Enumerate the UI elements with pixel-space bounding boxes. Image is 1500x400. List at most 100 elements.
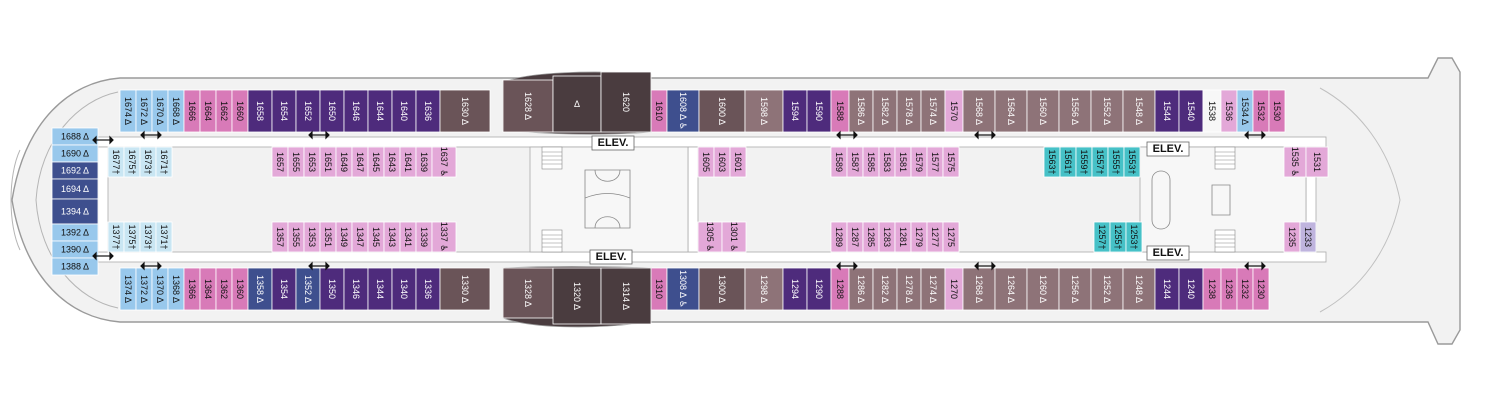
cabin-c-13[interactable]: 1344 (367, 267, 393, 311)
cabin-b-24[interactable]: 1530 (1268, 89, 1286, 133)
cabin-d-23[interactable]: 1230 (1252, 267, 1270, 311)
cabin-d-20[interactable]: 1238 (1202, 267, 1222, 311)
cabin-p-0[interactable]: 1235 (1283, 221, 1301, 253)
cabin-e-8[interactable]: 1641 (399, 146, 417, 178)
cabin-g-6[interactable]: 1577 (926, 146, 944, 178)
cabin-d-3[interactable]: 1298 Δ (744, 267, 784, 311)
cabin-g-0[interactable]: 1589 (830, 146, 848, 178)
cabin-d-14[interactable]: 1260 Δ (1026, 267, 1060, 311)
cabin-h-1[interactable]: 1287 (846, 221, 864, 253)
cabin-k-0[interactable]: 1677† (107, 146, 125, 178)
cabin-h-2[interactable]: 1285 (862, 221, 880, 253)
cabin-f-5[interactable]: 1347 (351, 221, 369, 253)
cabin-b-22[interactable]: 1534 Δ (1236, 89, 1254, 133)
cabin-b-23[interactable]: 1532 (1252, 89, 1270, 133)
cabin-a-6[interactable]: 1662 (215, 89, 233, 133)
cabin-e-1[interactable]: 1655 (287, 146, 305, 178)
cabin-a-7[interactable]: 1660 (231, 89, 249, 133)
cabin-c-4[interactable]: 1366 (183, 267, 201, 311)
cabin-d-8[interactable]: 1282 Δ (872, 267, 898, 311)
cabin-e-3[interactable]: 1651 (319, 146, 337, 178)
cabin-c-6[interactable]: 1362 (215, 267, 233, 311)
cabin-e-9[interactable]: 1639 (415, 146, 433, 178)
cabin-k-3[interactable]: 1671† (155, 146, 173, 178)
cabin-k-1[interactable]: 1675† (123, 146, 141, 178)
cabin-r-2[interactable]: 1314 Δ (600, 267, 652, 325)
cabin-b-18[interactable]: 1544 (1154, 89, 1180, 133)
cabin-g-1[interactable]: 1587 (846, 146, 864, 178)
cabin-b-19[interactable]: 1540 (1178, 89, 1204, 133)
cabin-d-15[interactable]: 1256 Δ (1058, 267, 1092, 311)
cabin-a-3[interactable]: 1668 Δ (167, 89, 185, 133)
cabin-s-0[interactable]: 1688 Δ (51, 127, 99, 146)
cabin-d-2[interactable]: 1300 Δ (698, 267, 746, 311)
cabin-a-13[interactable]: 1644 (367, 89, 393, 133)
cabin-l-2[interactable]: 1373† (139, 221, 157, 253)
cabin-s-5[interactable]: 1392 Δ (51, 223, 99, 242)
cabin-b-8[interactable]: 1582 Δ (872, 89, 898, 133)
cabin-m-1[interactable]: 1603 (713, 146, 731, 178)
cabin-n-0[interactable]: 1305 ♿ (697, 221, 723, 253)
cabin-h-4[interactable]: 1281 (894, 221, 912, 253)
cabin-g-2[interactable]: 1585 (862, 146, 880, 178)
cabin-a-2[interactable]: 1670 Δ (151, 89, 169, 133)
cabin-c-0[interactable]: 1374 Δ (119, 267, 137, 311)
cabin-h-5[interactable]: 1279 (910, 221, 928, 253)
cabin-a-4[interactable]: 1666 (183, 89, 201, 133)
cabin-f-8[interactable]: 1341 (399, 221, 417, 253)
cabin-e-6[interactable]: 1645 (367, 146, 385, 178)
cabin-i-2[interactable]: 1559† (1075, 146, 1093, 178)
cabin-c-2[interactable]: 1370 Δ (151, 267, 169, 311)
cabin-e-4[interactable]: 1649 (335, 146, 353, 178)
cabin-g-7[interactable]: 1575 (942, 146, 960, 178)
cabin-r-1[interactable]: 1320 Δ (552, 267, 602, 325)
cabin-b-0[interactable]: 1610 (650, 89, 668, 133)
cabin-a-9[interactable]: 1654 (271, 89, 297, 133)
cabin-b-6[interactable]: 1588 (830, 89, 850, 133)
cabin-b-10[interactable]: 1574 Δ (920, 89, 946, 133)
cabin-s-4[interactable]: 1394 Δ (51, 198, 99, 225)
cabin-d-10[interactable]: 1274 Δ (920, 267, 946, 311)
cabin-d-1[interactable]: 1308 Δ ♿ (666, 267, 700, 311)
cabin-d-19[interactable]: 1240 (1178, 267, 1204, 311)
cabin-d-21[interactable]: 1236 (1220, 267, 1238, 311)
cabin-c-9[interactable]: 1354 (271, 267, 297, 311)
cabin-g-3[interactable]: 1583 (878, 146, 896, 178)
cabin-a-12[interactable]: 1646 (343, 89, 369, 133)
cabin-d-18[interactable]: 1244 (1154, 267, 1180, 311)
cabin-f-10[interactable]: 1337 ♿ (431, 221, 457, 253)
cabin-f-9[interactable]: 1339 (415, 221, 433, 253)
cabin-c-7[interactable]: 1360 (231, 267, 249, 311)
cabin-s-7[interactable]: 1388 Δ (51, 257, 99, 276)
cabin-d-4[interactable]: 1294 (782, 267, 808, 311)
cabin-h-6[interactable]: 1277 (926, 221, 944, 253)
cabin-c-15[interactable]: 1336 (415, 267, 441, 311)
cabin-b-13[interactable]: 1564 Δ (994, 89, 1028, 133)
cabin-s-1[interactable]: 1690 Δ (51, 144, 99, 163)
cabin-d-7[interactable]: 1286 Δ (848, 267, 874, 311)
cabin-e-5[interactable]: 1647 (351, 146, 369, 178)
cabin-d-16[interactable]: 1252 Δ (1090, 267, 1124, 311)
cabin-a-1[interactable]: 1672 Δ (135, 89, 153, 133)
cabin-s-2[interactable]: 1692 Δ (51, 161, 99, 180)
cabin-k-2[interactable]: 1673† (139, 146, 157, 178)
cabin-b-14[interactable]: 1560 Δ (1026, 89, 1060, 133)
cabin-b-4[interactable]: 1594 (782, 89, 808, 133)
cabin-c-16[interactable]: 1330 Δ (439, 267, 491, 311)
cabin-d-0[interactable]: 1310 (650, 267, 668, 311)
cabin-a-16[interactable]: 1630 Δ (439, 89, 491, 133)
cabin-o-0[interactable]: 1535 ♿ (1283, 146, 1307, 178)
cabin-g-4[interactable]: 1581 (894, 146, 912, 178)
cabin-c-12[interactable]: 1346 (343, 267, 369, 311)
cabin-b-1[interactable]: 1608 Δ ♿ (666, 89, 700, 133)
cabin-c-11[interactable]: 1350 (319, 267, 345, 311)
cabin-s-6[interactable]: 1390 Δ (51, 240, 99, 259)
cabin-d-13[interactable]: 1264 Δ (994, 267, 1028, 311)
cabin-d-17[interactable]: 1248 Δ (1122, 267, 1156, 311)
cabin-a-15[interactable]: 1636 (415, 89, 441, 133)
cabin-b-3[interactable]: 1598 Δ (744, 89, 784, 133)
cabin-m-0[interactable]: 1605 (697, 146, 715, 178)
cabin-q-2[interactable]: 1620 (600, 71, 652, 133)
cabin-d-12[interactable]: 1268 Δ (962, 267, 996, 311)
cabin-l-1[interactable]: 1375† (123, 221, 141, 253)
